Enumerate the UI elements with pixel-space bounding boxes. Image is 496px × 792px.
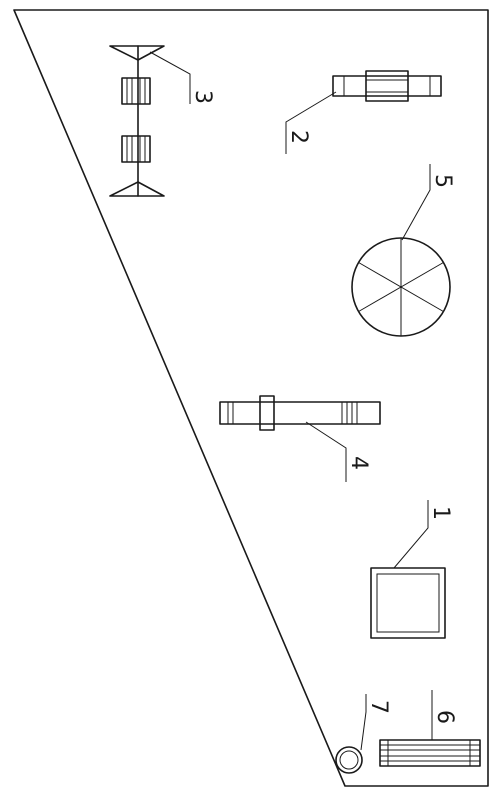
- leader-lines: [149, 51, 433, 751]
- label-part-7: 7: [366, 700, 391, 714]
- part-3-hub-lower: [121, 135, 151, 163]
- part-5-wheel: [351, 237, 451, 337]
- leader-2: [285, 91, 337, 154]
- label-part-3: 3: [190, 90, 215, 104]
- leader-5: [401, 164, 431, 241]
- part-3-hub-upper: [121, 77, 151, 105]
- part-2-roller: [332, 70, 442, 102]
- sheet-outline: [13, 9, 489, 787]
- part-7-ring: [335, 746, 363, 774]
- leader-7: [360, 694, 367, 751]
- label-part-1: 1: [428, 506, 453, 520]
- label-part-6: 6: [432, 710, 457, 724]
- leader-3: [149, 51, 191, 104]
- part-1-square-frame: [370, 567, 446, 639]
- part-4-long-roller: [219, 395, 381, 431]
- label-part-2: 2: [286, 130, 311, 144]
- part-6-bar-bundle: [379, 739, 481, 767]
- label-part-5: 5: [430, 174, 455, 188]
- leader-1: [393, 500, 429, 569]
- part-3-shaft-assembly: [109, 45, 165, 197]
- label-part-4: 4: [346, 456, 371, 470]
- leader-4: [305, 421, 347, 482]
